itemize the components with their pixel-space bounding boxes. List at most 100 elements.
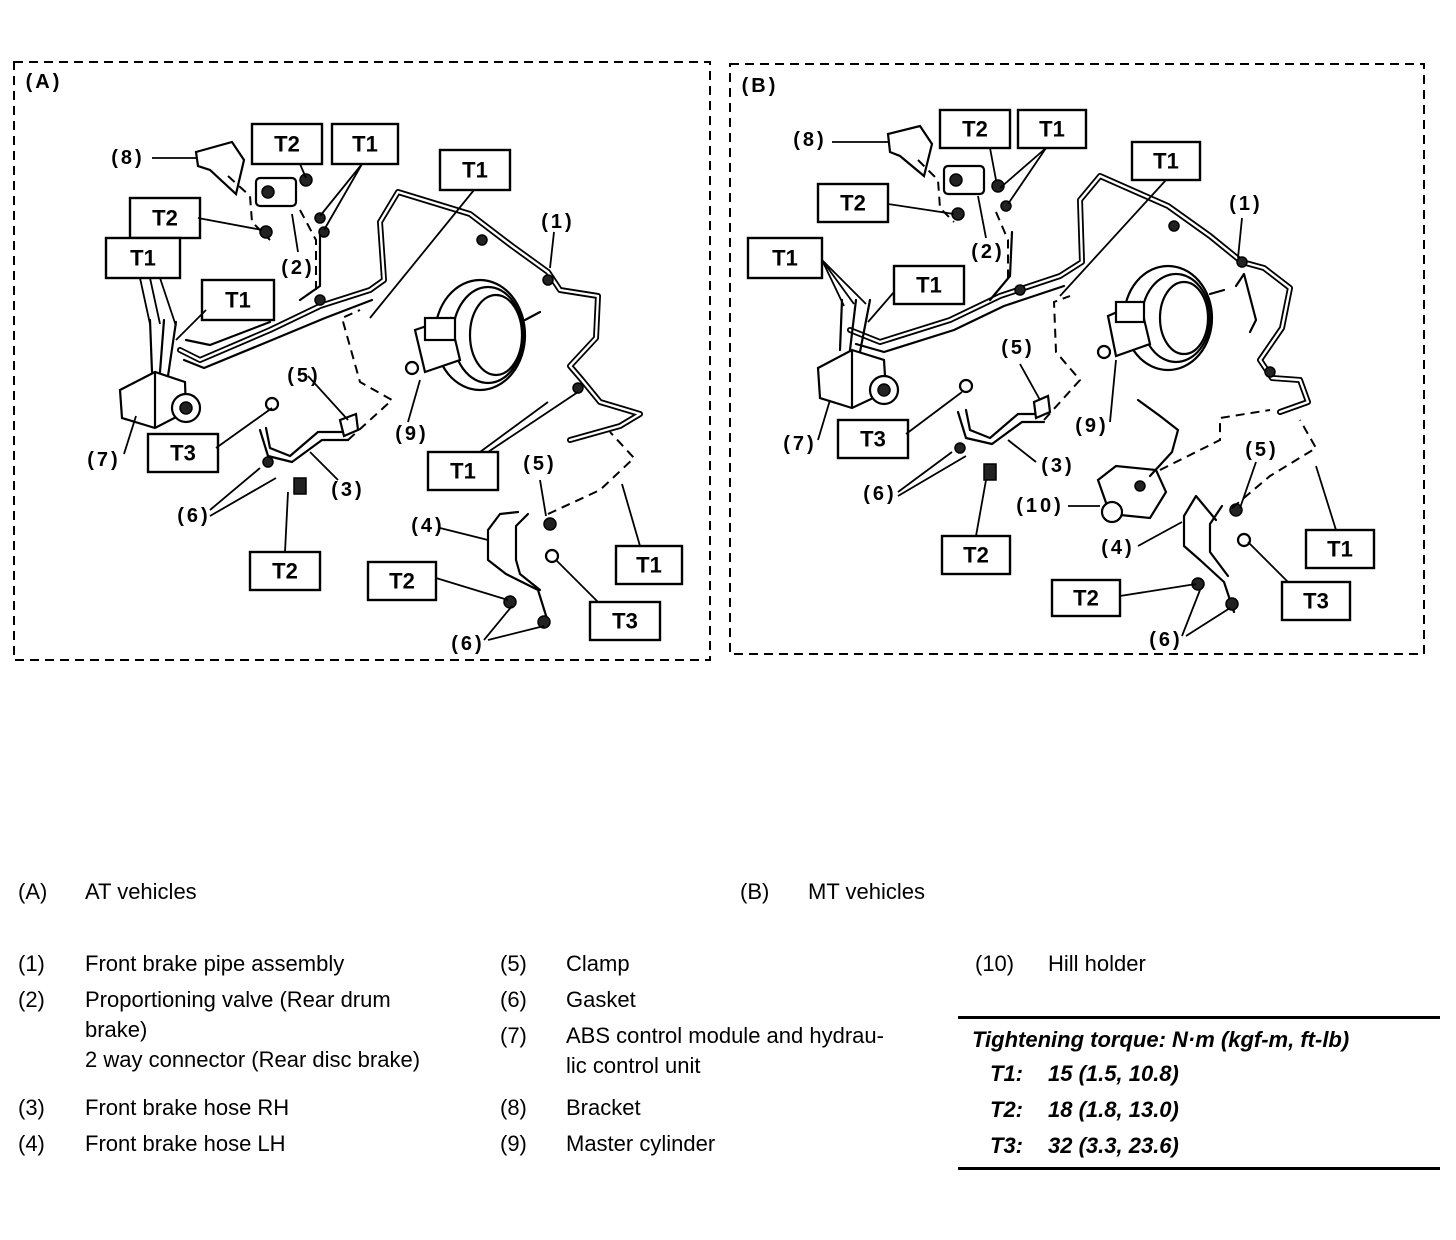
torque-box-t2-top-b: T2 (938, 108, 1012, 150)
callout-5-b-top: (5) (1001, 337, 1034, 359)
svg-text:T1: T1 (1327, 537, 1353, 562)
svg-text:T2: T2 (840, 191, 866, 216)
torque-box-t1-mid-a: T1 (200, 278, 276, 322)
torque-box-t2-bottom-a: T2 (248, 550, 322, 592)
callout-5-b-bottom: (5) (1245, 439, 1278, 461)
torque-box-t1-right-a: T1 (614, 544, 684, 586)
callout-10-b: (10) (1016, 495, 1064, 517)
svg-text:T1: T1 (130, 246, 156, 271)
legend-num: (A) (18, 879, 48, 904)
torque-box-t1-right-b: T1 (1304, 528, 1376, 570)
torque-row-t1-value: 15 (1.5, 10.8) (1048, 1061, 1179, 1086)
torque-box-t1-mid-b: T1 (892, 264, 966, 306)
torque-box-t2-right-a: T2 (366, 560, 438, 602)
svg-text:T1: T1 (225, 288, 251, 313)
torque-row-t2-value: 18 (1.8, 13.0) (1048, 1097, 1179, 1122)
callout-4-b: (4) (1101, 537, 1134, 559)
panel-a: (A) (13, 61, 711, 661)
torque-box-t3-right-a: T3 (588, 600, 662, 642)
torque-spec-table: Tightening torque: N·m (kgf-m, ft-lb) T1… (958, 1016, 1440, 1170)
legend-num: (B) (740, 879, 770, 904)
hose-lh-b (1182, 419, 1318, 614)
callout-6-a-left: (6) (177, 505, 210, 527)
svg-text:T1: T1 (352, 132, 378, 157)
callout-5-a-top: (5) (287, 365, 320, 387)
torque-row-t3-value: 32 (3.3, 23.6) (1048, 1133, 1179, 1158)
torque-row-t1-label: T1: (990, 1061, 1023, 1086)
svg-text:T2: T2 (962, 117, 988, 142)
callout-1-b: (1) (1229, 193, 1262, 215)
callout-6-b-left: (6) (863, 483, 896, 505)
svg-text:T3: T3 (860, 427, 886, 452)
hill-holder-b (1096, 398, 1271, 524)
svg-text:T2: T2 (389, 569, 415, 594)
torque-spec-heading: Tightening torque: N·m (kgf-m, ft-lb) (972, 1027, 1350, 1052)
torque-box-t1-booster-a: T1 (438, 148, 512, 192)
abs-unit-b (816, 298, 900, 410)
abs-unit-a (118, 318, 202, 430)
callout-8-a: (8) (111, 147, 144, 169)
svg-text:T1: T1 (450, 459, 476, 484)
hose-rh-b (954, 295, 1082, 481)
svg-text:T1: T1 (916, 273, 942, 298)
torque-box-t2-left-b: T2 (816, 182, 890, 224)
hose-lh-a (486, 431, 636, 629)
panel-b-frame (729, 63, 1425, 655)
svg-text:T2: T2 (274, 132, 300, 157)
legend-item-2-alt: 2 way connector (Rear disc brake) (85, 1047, 421, 1072)
torque-box-t3-left-b: T3 (836, 418, 910, 460)
svg-text:T2: T2 (963, 543, 989, 568)
svg-text:T1: T1 (636, 553, 662, 578)
front-brake-pipe-a (177, 189, 643, 443)
callout-6-b-bottom: (6) (1149, 629, 1182, 651)
torque-box-t2-bottom-b: T2 (940, 534, 1012, 576)
callout-2-a: (2) (281, 257, 314, 279)
hose-rh-a (258, 309, 394, 495)
panel-a-frame (13, 61, 711, 661)
callout-9-a: (9) (395, 423, 428, 445)
bracket-a (194, 140, 330, 290)
callout-4-a: (4) (411, 515, 444, 537)
torque-box-t3-left-a: T3 (146, 432, 220, 474)
torque-row-t3-label: T3: (990, 1133, 1023, 1158)
svg-text:T2: T2 (152, 206, 178, 231)
callout-9-b: (9) (1075, 415, 1108, 437)
brake-line-diagram: (A) (13, 61, 1425, 661)
svg-text:T3: T3 (170, 441, 196, 466)
svg-text:T1: T1 (1153, 149, 1179, 174)
panel-b-label: (B) (742, 75, 779, 97)
torque-box-t1-left-a: T1 (104, 236, 182, 280)
torque-box-t1-center-a: T1 (426, 450, 500, 492)
callout-1-a: (1) (541, 211, 574, 233)
svg-text:T1: T1 (462, 158, 488, 183)
callout-6-a-bottom: (6) (451, 633, 484, 655)
svg-text:T3: T3 (612, 609, 638, 634)
callout-3-a: (3) (331, 479, 364, 501)
callout-7-b: (7) (783, 433, 816, 455)
master-cylinder-b (1096, 264, 1226, 372)
svg-text:T1: T1 (1039, 117, 1065, 142)
torque-box-t1-left-b: T1 (746, 236, 824, 280)
torque-box-t1-booster-b: T1 (1130, 140, 1202, 182)
torque-box-t2-left-a: T2 (128, 196, 202, 240)
torque-box-t2-top-a: T2 (250, 122, 324, 166)
legend-item-7-cont: lic control unit (566, 1053, 701, 1078)
front-brake-pipe-b (847, 173, 1311, 415)
torque-row-t2-label: T2: (990, 1097, 1023, 1122)
callout-5-a-bottom: (5) (523, 453, 556, 475)
master-cylinder-a (404, 278, 542, 392)
torque-box-t1-top-b: T1 (1016, 108, 1088, 150)
bracket-b (886, 124, 1012, 284)
legend-text: MT vehicles (808, 879, 925, 904)
torque-box-t3-right-b: T3 (1280, 580, 1352, 622)
panel-b: (B) (729, 63, 1425, 655)
svg-text:T1: T1 (772, 246, 798, 271)
legend-item-2-cont: brake) (85, 1017, 148, 1042)
torque-box-t1-top-a: T1 (330, 122, 400, 166)
panel-a-label: (A) (26, 71, 63, 93)
svg-text:T2: T2 (272, 559, 298, 584)
callout-8-b: (8) (793, 129, 826, 151)
svg-text:T3: T3 (1303, 589, 1329, 614)
legend-text: AT vehicles (85, 879, 197, 904)
svg-text:T2: T2 (1073, 586, 1099, 611)
